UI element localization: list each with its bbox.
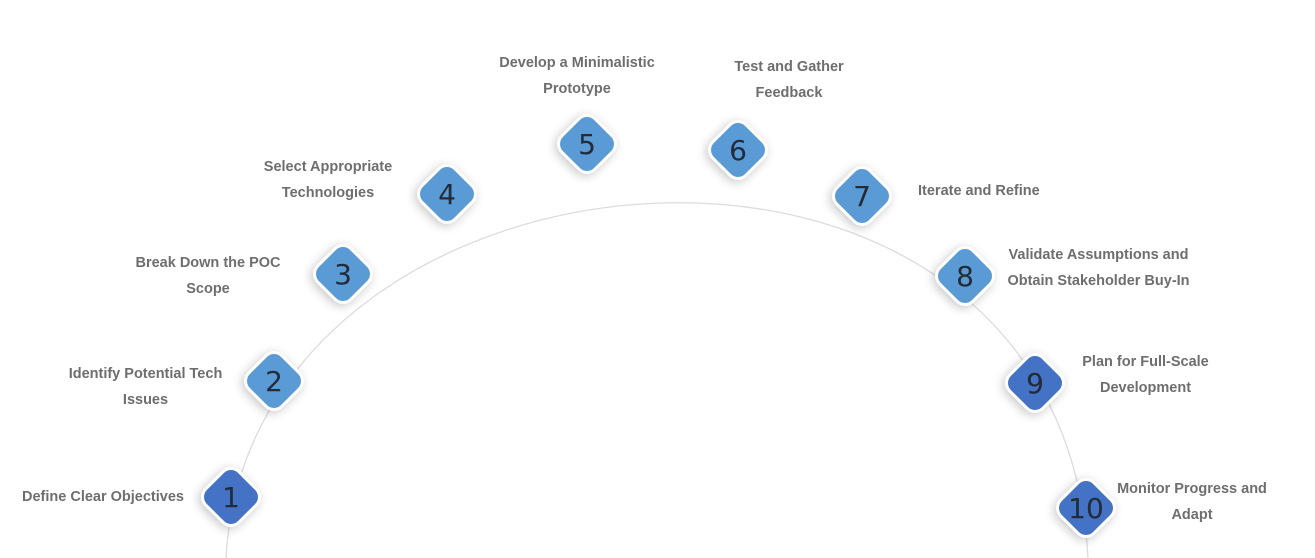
step-10-label: Monitor Progress and Adapt bbox=[1108, 476, 1276, 528]
step-5-label-line-2: Prototype bbox=[543, 81, 611, 97]
step-3-label: Break Down the POC Scope bbox=[128, 250, 288, 302]
step-2-label-line-2: Issues bbox=[122, 392, 169, 408]
step-3-node: 3 bbox=[307, 238, 379, 310]
step-8-label-line-2: Obtain Stakeholder Buy-In bbox=[1007, 273, 1190, 289]
step-7-label: Iterate and Refine bbox=[918, 178, 1040, 204]
step-6-label-line-2: Feedback bbox=[755, 85, 823, 101]
step-4-node: 4 bbox=[411, 158, 483, 230]
step-4-label-line-2: Technologies bbox=[281, 185, 375, 201]
step-5-number: 5 bbox=[578, 127, 596, 161]
step-6-label: Test and Gather Feedback bbox=[714, 54, 864, 106]
step-6-number: 6 bbox=[729, 133, 747, 167]
step-4-number: 4 bbox=[438, 177, 456, 211]
step-5-label-line-1: Develop a Minimalistic bbox=[499, 55, 655, 71]
step-8-number: 8 bbox=[956, 259, 974, 293]
step-5-label: Develop a Minimalistic Prototype bbox=[482, 50, 672, 102]
step-4-label-line-1: Select Appropriate bbox=[263, 159, 393, 175]
step-9-node: 9 bbox=[999, 347, 1071, 419]
step-8-node: 8 bbox=[929, 240, 1001, 312]
step-7-label-line-1: Iterate and Refine bbox=[918, 183, 1040, 199]
step-2-label-line-1: Identify Potential Tech bbox=[68, 366, 223, 382]
step-5-node: 5 bbox=[551, 108, 623, 180]
step-2-node: 2 bbox=[238, 345, 310, 417]
step-9-label: Plan for Full-Scale Development bbox=[1068, 349, 1223, 401]
step-2-label: Identify Potential Tech Issues bbox=[63, 361, 228, 413]
step-2-number: 2 bbox=[265, 364, 283, 398]
step-8-label-line-1: Validate Assumptions and bbox=[1008, 247, 1189, 263]
step-8-label: Validate Assumptions and Obtain Stakehol… bbox=[1000, 242, 1197, 294]
step-9-label-line-2: Development bbox=[1099, 380, 1192, 396]
step-9-label-line-1: Plan for Full-Scale bbox=[1082, 354, 1209, 370]
step-1-node: 1 bbox=[195, 461, 267, 533]
step-7-number: 7 bbox=[853, 179, 871, 213]
step-9-number: 9 bbox=[1026, 366, 1044, 400]
step-3-number: 3 bbox=[334, 257, 352, 291]
step-1-label: Define Clear Objectives bbox=[22, 484, 184, 510]
step-10-node: 10 bbox=[1050, 472, 1122, 544]
step-6-node: 6 bbox=[702, 114, 774, 186]
step-10-label-line-1: Monitor Progress and bbox=[1117, 481, 1267, 497]
step-7-node: 7 bbox=[826, 160, 898, 232]
step-10-number: 10 bbox=[1068, 491, 1104, 525]
step-1-number: 1 bbox=[222, 480, 240, 514]
step-3-label-line-2: Scope bbox=[186, 281, 230, 297]
step-4-label: Select Appropriate Technologies bbox=[248, 154, 408, 206]
step-1-label-line-1: Define Clear Objectives bbox=[22, 489, 184, 505]
step-10-label-line-2: Adapt bbox=[1171, 507, 1213, 523]
step-6-label-line-1: Test and Gather bbox=[734, 59, 844, 75]
step-3-label-line-1: Break Down the POC bbox=[135, 255, 281, 271]
